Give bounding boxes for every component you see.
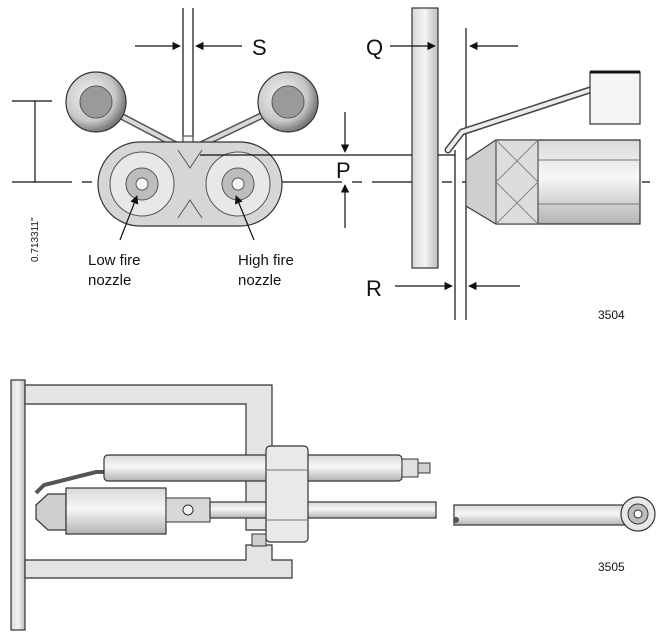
low-fire-label-line2: nozzle (88, 272, 131, 289)
high-fire-leader (234, 195, 255, 241)
r-label: R (366, 276, 382, 301)
head-plate (411, 7, 439, 269)
nozzle-body (97, 141, 283, 227)
figure-number-bottom: 3505 (598, 560, 625, 574)
detached-oil-pipe (453, 496, 656, 532)
high-fire-label-line1: High fire (238, 252, 294, 269)
oil-pipe (209, 501, 437, 519)
electrode-cable (34, 470, 110, 495)
clamp-block (251, 445, 309, 547)
s-label: S (252, 35, 267, 60)
high-fire-label-line2: nozzle (238, 272, 281, 289)
top-figure: S 0.713311" (12, 7, 650, 322)
electrode-left (65, 71, 186, 152)
p-label: P (336, 158, 351, 183)
low-fire-leader (119, 195, 139, 241)
bottom-figure: 3505 (10, 379, 656, 631)
low-fire-label-line1: Low fire (88, 252, 141, 269)
nozzle-assembly (35, 487, 211, 535)
figure-number-top: 3504 (598, 308, 625, 322)
q-label: Q (366, 35, 383, 60)
electrode-holder-tube (103, 454, 431, 482)
nozzle-adapter (465, 139, 641, 225)
vertical-measure-label: 0.713311" (30, 217, 41, 262)
electrode-lead (444, 70, 641, 154)
flange-plate (10, 379, 26, 631)
electrode-right (190, 71, 319, 152)
